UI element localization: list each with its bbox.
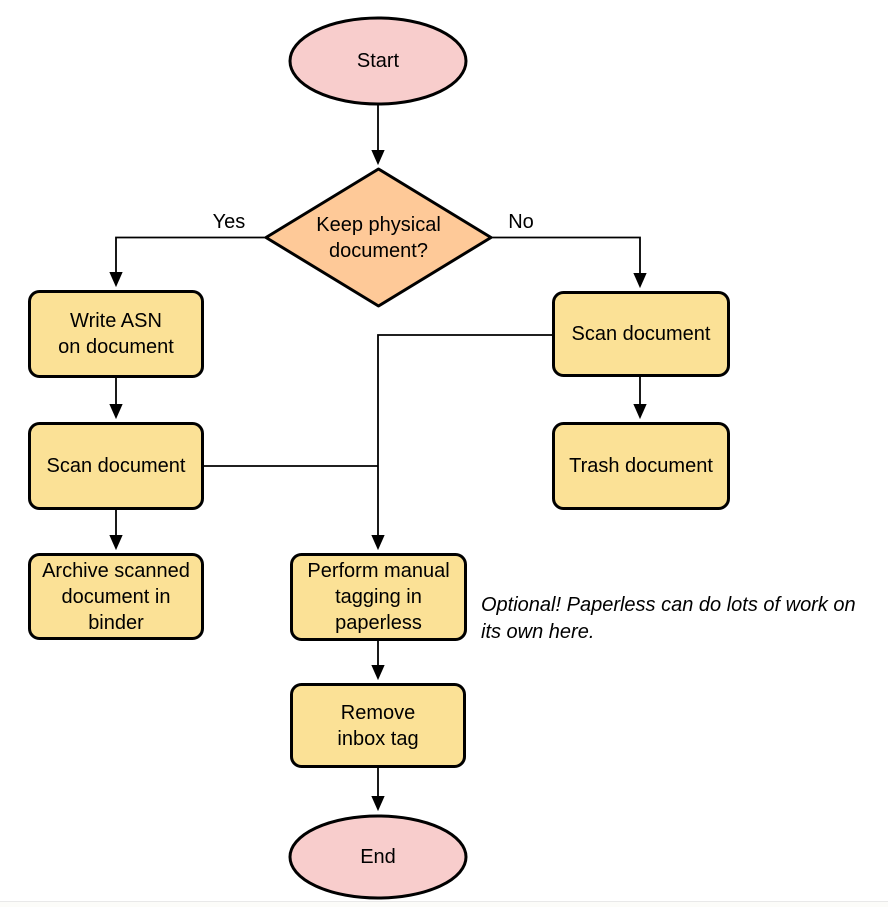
bottom-margin-area — [0, 902, 888, 907]
tagging-box-shape — [290, 553, 467, 641]
trash-box-shape — [552, 422, 730, 510]
start-terminator-shape — [288, 16, 468, 106]
bottom-divider — [0, 901, 888, 902]
optional-note: Optional! Paperless can do lots of work … — [481, 594, 856, 643]
scan-right-box-shape — [552, 291, 730, 377]
decision-diamond-shape — [264, 167, 493, 308]
archive-box-shape — [28, 553, 204, 640]
edge-scan-right-to-tagging — [371, 334, 553, 551]
edge-decision-no-to-scan-right — [491, 236, 647, 289]
end-terminator-shape — [288, 814, 468, 900]
edge-decision-yes-to-write-asn — [109, 236, 266, 288]
write-asn-box-shape — [28, 290, 204, 378]
scan-left-box-shape — [28, 422, 204, 510]
remove-inbox-box-shape — [290, 683, 466, 768]
